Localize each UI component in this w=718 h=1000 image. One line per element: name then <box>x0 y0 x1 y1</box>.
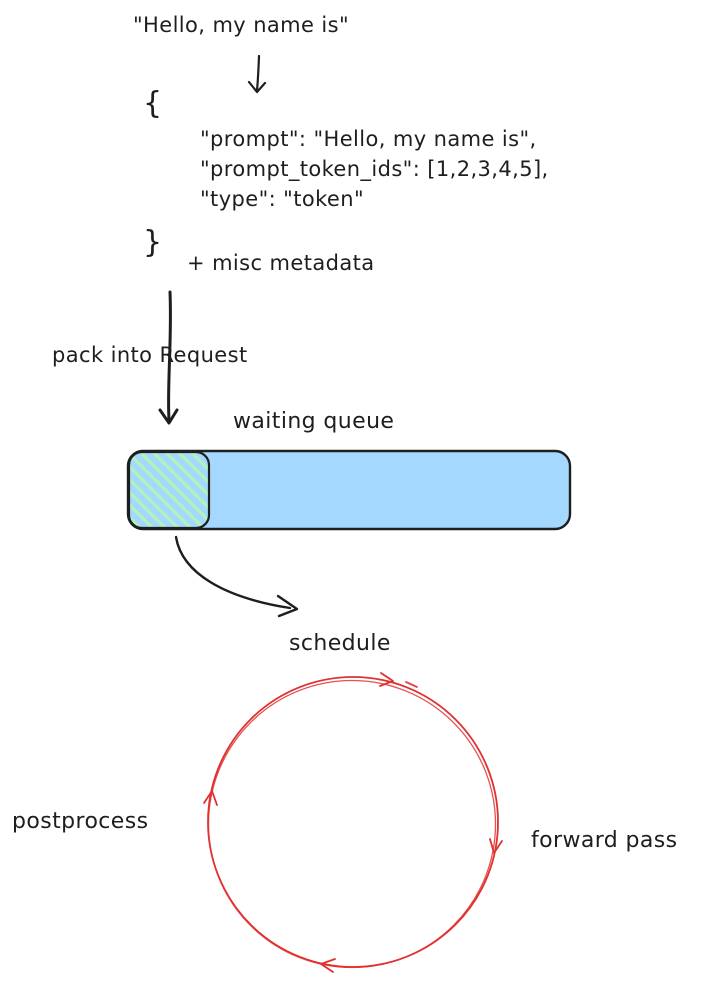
cycle-arrow-right-icon <box>489 838 503 854</box>
queue-hatched-slot <box>127 450 211 530</box>
cycle-arrow-bottom-icon <box>320 958 336 973</box>
pack-arrow-icon <box>167 290 172 422</box>
pack-arrow-head-icon <box>158 408 179 425</box>
cycle-arrow-left-icon <box>203 790 218 806</box>
dequeue-arrow-head-icon <box>276 594 299 618</box>
cycle-arrow-top-icon <box>379 672 394 687</box>
waiting-queue-shape <box>126 449 572 531</box>
cycle-label-schedule: schedule <box>289 631 391 656</box>
down-arrow-head-icon <box>247 80 267 94</box>
cycle-label-postprocess: postprocess <box>12 809 149 834</box>
cycle-arrow-top-tick-icon <box>405 681 418 688</box>
waiting-queue-label: waiting queue <box>233 409 395 434</box>
json-open-brace: { <box>143 86 163 121</box>
dequeue-arrow-icon <box>174 535 292 610</box>
json-close-brace: } <box>143 225 163 260</box>
input-text: "Hello, my name is" <box>133 13 350 37</box>
cycle-label-forward-pass: forward pass <box>531 828 678 853</box>
json-line-prompt: "prompt": "Hello, my name is", <box>200 127 537 151</box>
json-line-token-ids: "prompt_token_ids": [1,2,3,4,5], <box>200 157 549 181</box>
cycle-circle <box>203 672 503 973</box>
cycle-ring-sketch-overlap <box>207 679 497 969</box>
json-block: "prompt": "Hello, my name is", "prompt_t… <box>200 124 549 214</box>
misc-metadata-note: + misc metadata <box>187 251 375 275</box>
down-arrow-icon <box>255 54 261 92</box>
pack-into-request-label: pack into Request <box>52 343 248 367</box>
ink-strokes <box>158 54 299 618</box>
json-line-type: "type": "token" <box>200 187 365 211</box>
